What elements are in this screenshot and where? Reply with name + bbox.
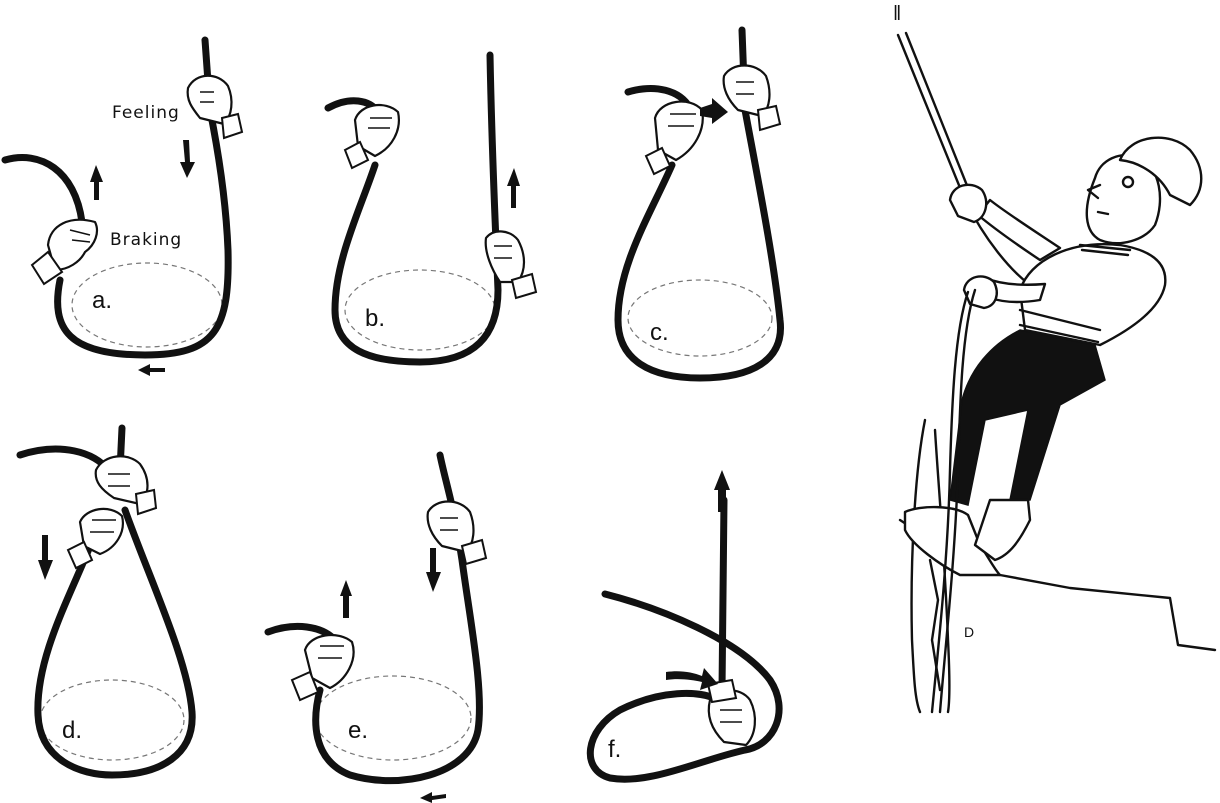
down-arrow-icon — [38, 535, 53, 580]
panel-d: d. — [20, 428, 192, 775]
panel-label: b. — [365, 305, 385, 332]
top-hand — [96, 456, 156, 514]
anchor-rope-edge — [906, 33, 972, 198]
rock-mark: D — [964, 624, 974, 640]
down-arrow-icon — [426, 548, 441, 592]
up-arrow-icon — [90, 165, 103, 200]
climber-eye — [1123, 177, 1133, 187]
belaying-climber-illustration: ‖ D — [893, 3, 1215, 712]
panel-b: b. — [328, 55, 536, 362]
up-arrow-icon — [507, 168, 520, 208]
panel-label: a. — [92, 287, 112, 314]
left-arrow-icon — [138, 364, 165, 376]
climber-boot-right — [975, 500, 1030, 560]
braking-hand — [32, 220, 97, 284]
panel-label: c. — [650, 319, 669, 346]
lower-hand — [68, 509, 123, 568]
feeling-label: Feeling — [112, 103, 180, 123]
anchor-rope — [898, 35, 1030, 285]
climber-legs — [950, 330, 1105, 505]
feeling-hand — [428, 502, 486, 565]
braking-label: Braking — [110, 230, 182, 250]
feeling-hand — [486, 231, 536, 298]
rope-strand-up — [722, 500, 724, 690]
braking-hand — [345, 105, 399, 168]
right-arrow-icon — [700, 98, 728, 124]
panel-c: c. — [618, 30, 780, 378]
top-mark: ‖ — [893, 3, 901, 25]
left-arrow-icon — [420, 792, 446, 803]
panel-a: Feeling Braking a. — [5, 40, 242, 376]
climber-upper-hand — [950, 185, 986, 222]
up-arrow-icon — [714, 470, 730, 512]
climber-upper-arm — [978, 200, 1060, 260]
panel-label: f. — [608, 736, 621, 763]
panel-label: e. — [348, 717, 368, 744]
panel-f: f. — [590, 470, 779, 779]
panel-label: d. — [62, 717, 82, 744]
hand — [708, 680, 755, 745]
up-arrow-icon — [340, 580, 352, 618]
rope-coil-outline — [315, 676, 471, 760]
panel-e: e. — [268, 455, 486, 803]
down-arrow-icon — [180, 140, 195, 178]
feeling-hand — [724, 66, 780, 131]
rope — [328, 55, 498, 362]
